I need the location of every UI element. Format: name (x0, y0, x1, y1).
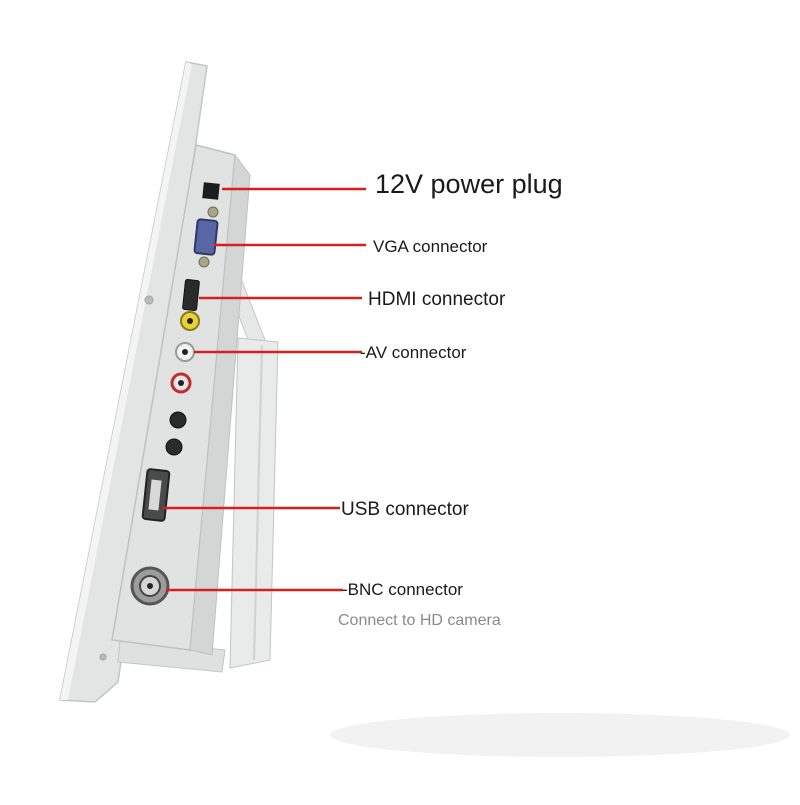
vga-label: VGA connector (373, 237, 488, 256)
power-socket (202, 182, 220, 200)
power-plug-label: 12V power plug (375, 169, 563, 199)
jack-hole (182, 349, 188, 355)
vga-screw (198, 256, 210, 268)
bracket-fold (253, 344, 263, 661)
housing-side (189, 153, 251, 656)
bezel-screw (99, 653, 107, 661)
hdmi-label: HDMI connector (368, 289, 506, 310)
audio-jack (169, 411, 187, 429)
bnc-label: -BNC connector (342, 580, 463, 599)
hdmi-port (182, 279, 200, 311)
av-label: -AV connector (360, 343, 467, 362)
usb-label: USB connector (341, 499, 469, 520)
vga-screw (207, 206, 219, 218)
audio-jack (165, 438, 183, 456)
usb-tongue (148, 479, 162, 511)
mounting-bracket (229, 337, 279, 669)
bezel-screw (144, 295, 154, 305)
bnc-note: Connect to HD camera (338, 612, 501, 629)
jack-hole (178, 380, 184, 386)
bnc-pin (147, 583, 153, 589)
leader-lines (163, 187, 366, 592)
jack-hole (187, 318, 193, 324)
bezel-edge (60, 62, 192, 700)
vga-port (193, 218, 219, 256)
floor-shadow (330, 713, 790, 757)
